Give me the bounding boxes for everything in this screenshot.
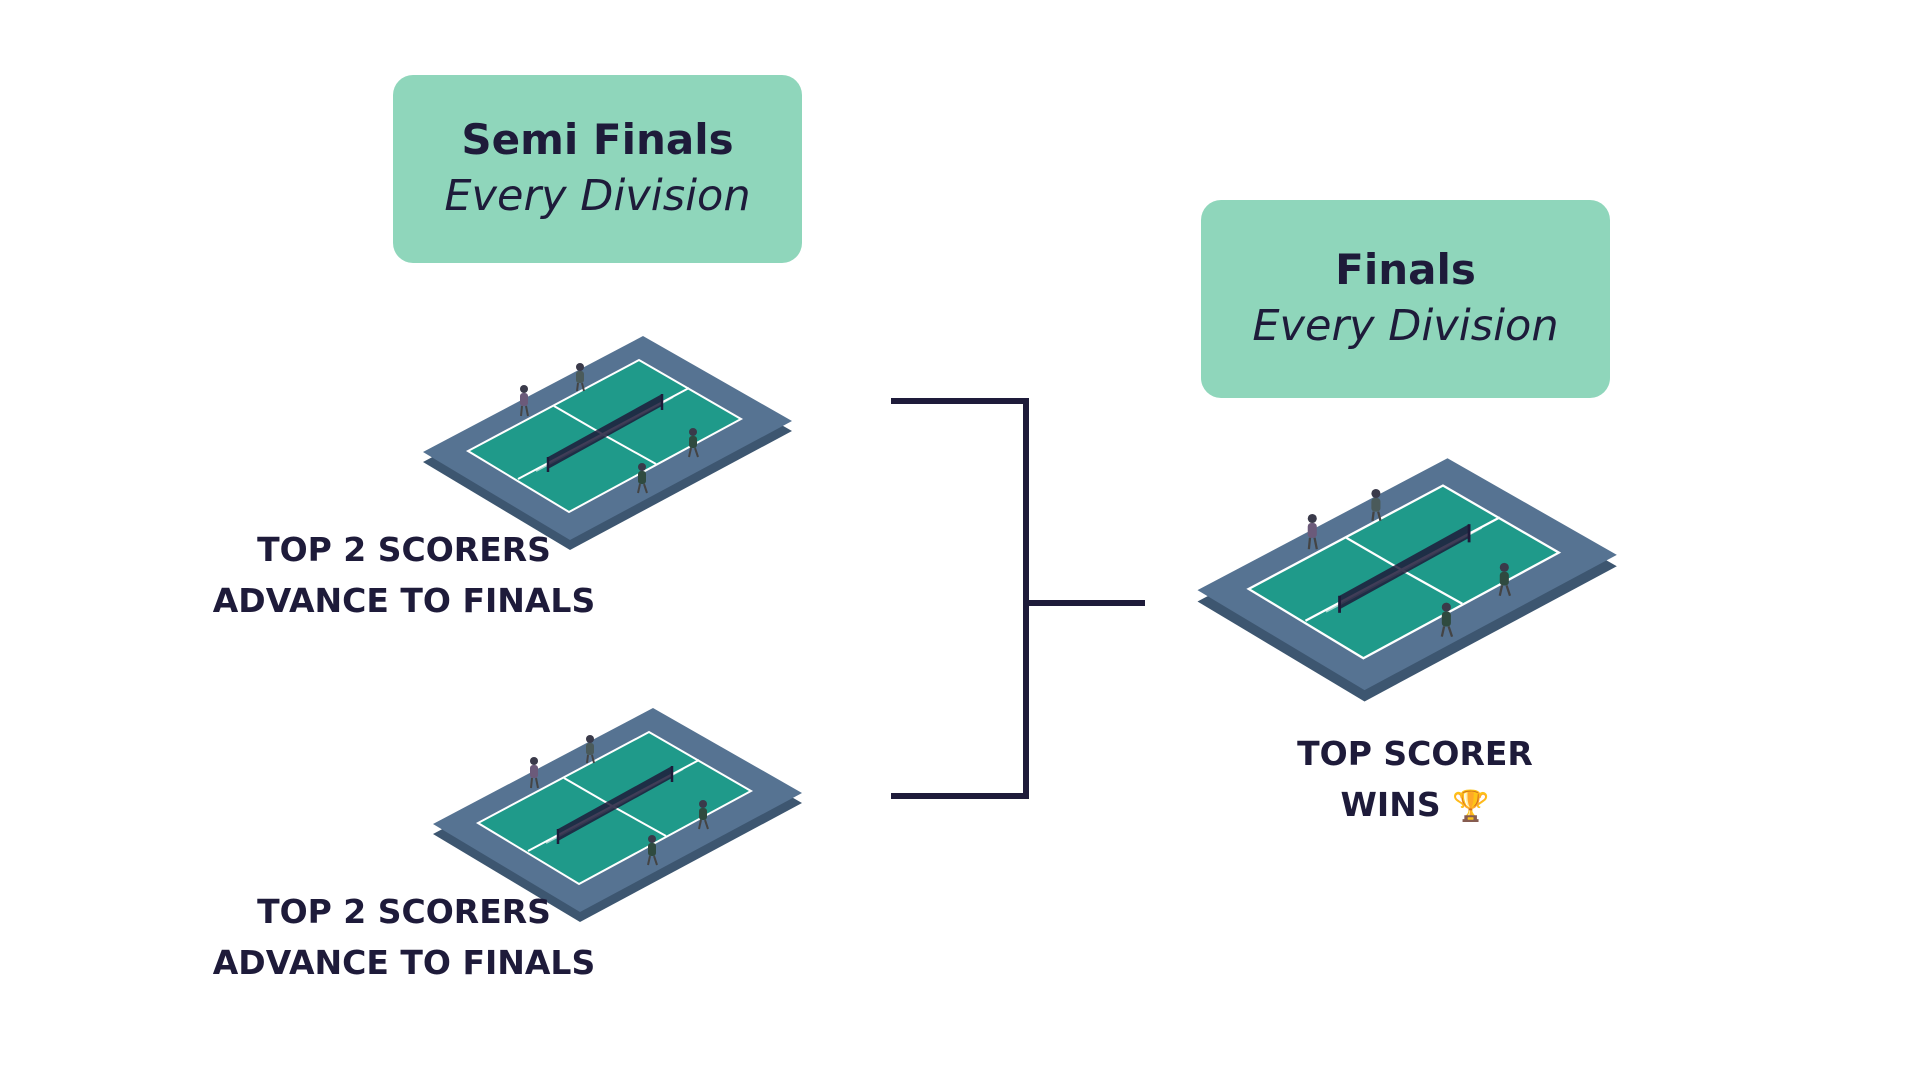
semi-group-1-caption: TOP 2 SCORERS ADVANCE TO FINALS [204,524,604,626]
caption-line: TOP 2 SCORERS [257,530,551,569]
finals-caption: TOP SCORER WINS 🏆 [1260,728,1570,832]
caption-line: TOP 2 SCORERS [257,892,551,931]
caption-line: WINS 🏆 [1260,779,1570,832]
finals-subtitle: Every Division [1252,301,1559,352]
caption-text: WINS [1340,785,1441,824]
trophy-icon: 🏆 [1452,789,1490,824]
semi-finals-title: Semi Finals [461,114,734,164]
pickleball-court-icon [1197,458,1617,702]
caption-line: TOP SCORER [1297,734,1533,773]
semi-group-2-caption: TOP 2 SCORERS ADVANCE TO FINALS [204,886,604,988]
caption-line: ADVANCE TO FINALS [212,943,596,982]
finals-card: Finals Every Division [1201,200,1610,398]
finals-title: Finals [1335,244,1476,294]
semi-finals-subtitle: Every Division [444,171,751,222]
caption-line: ADVANCE TO FINALS [212,581,596,620]
pickleball-court-icon [423,336,792,550]
semi-finals-card: Semi Finals Every Division [393,75,802,263]
bracket-arm [891,398,1029,799]
pickleball-court-icon [433,708,802,922]
